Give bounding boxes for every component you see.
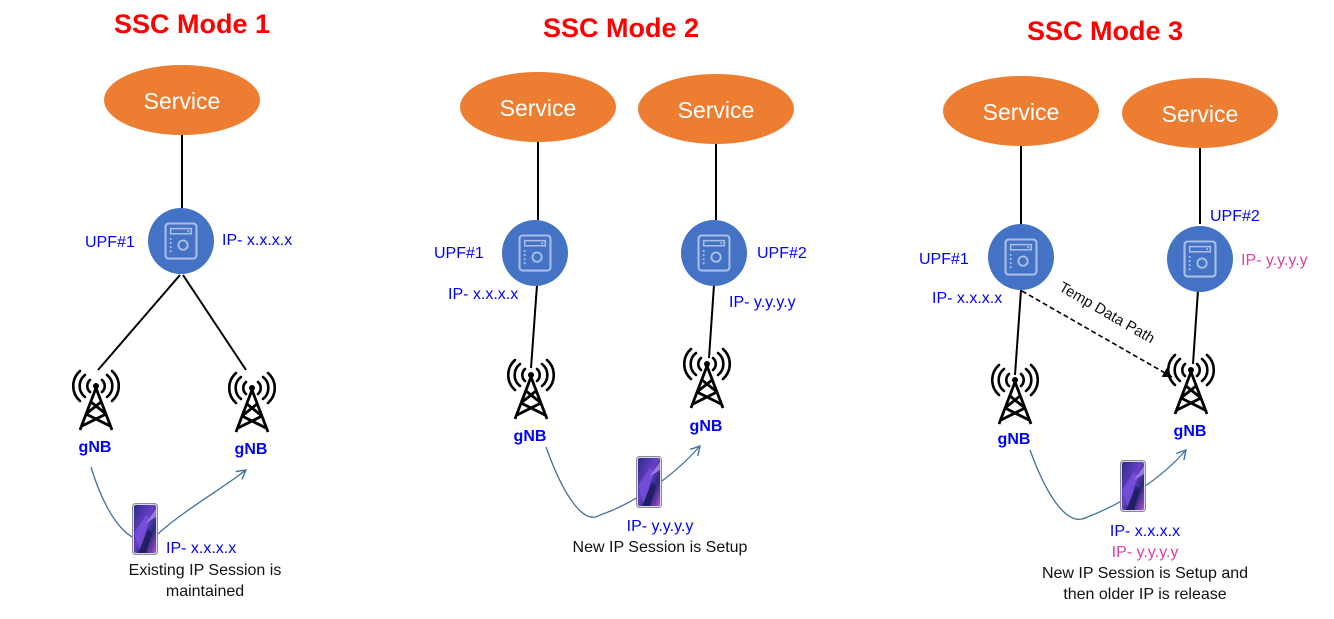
caption-line: New IP Session is Setup [573, 539, 748, 556]
service-node: Service [104, 65, 260, 135]
server-icon [502, 220, 568, 286]
upf-ip: IP- y.y.y.y [729, 294, 796, 311]
cell-tower-icon [507, 358, 555, 421]
mode-2-panel: SSC Mode 2 Service Service UPF#1 IP- x.x… [434, 13, 807, 556]
service-label: Service [144, 88, 221, 114]
service-ellipse [943, 76, 1099, 146]
upf-node: UPF#2 IP- y.y.y.y [681, 220, 807, 311]
mode-2-title: SSC Mode 2 [543, 13, 699, 43]
upf-name: UPF#1 [434, 245, 484, 262]
upf-gnb-link [182, 274, 247, 371]
mode-3-title: SSC Mode 3 [1027, 16, 1183, 46]
upf-ip: IP- x.x.x.x [932, 290, 1002, 307]
ue-ip: IP- y.y.y.y [1112, 544, 1179, 561]
upf-name: UPF#1 [919, 251, 969, 268]
caption-line: maintained [166, 583, 244, 600]
service-node: Service [943, 76, 1099, 146]
gnb-label: gNB [998, 431, 1031, 448]
server-icon [988, 224, 1054, 290]
cell-tower-icon [683, 347, 731, 410]
caption-line: New IP Session is Setup and [1042, 565, 1248, 582]
gnb-label: gNB [690, 418, 723, 435]
upf-ip: IP- y.y.y.y [1241, 252, 1308, 269]
cell-tower-icon [72, 369, 120, 432]
upf-gnb-link [1192, 289, 1199, 365]
mode-1-title: SSC Mode 1 [114, 9, 270, 39]
mode-3-panel: SSC Mode 3 Temp Data Path Service Servic… [919, 16, 1308, 603]
upf-node: UPF#1 IP- x.x.x.x [919, 224, 1054, 307]
upf-gnb-link [97, 274, 181, 371]
upf-name: UPF#1 [85, 234, 135, 251]
phone-icon [636, 456, 662, 508]
service-label: Service [1162, 101, 1239, 127]
upf-gnb-link [708, 284, 715, 359]
gnb-node: gNB [991, 363, 1039, 448]
upf-gnb-link [530, 284, 538, 369]
gnb-node: gNB [72, 369, 120, 456]
cell-tower-icon [1167, 353, 1215, 416]
caption-line: then older IP is release [1063, 586, 1226, 603]
ue-ip: IP- y.y.y.y [627, 518, 694, 535]
handover-arrow [1029, 448, 1187, 520]
upf-name: UPF#2 [757, 245, 807, 262]
phone-icon [132, 503, 158, 555]
upf-node: UPF#1 IP- x.x.x.x [434, 220, 568, 303]
service-ellipse [638, 74, 794, 144]
upf-ip: IP- x.x.x.x [222, 232, 292, 249]
temp-data-path-label: Temp Data Path [1056, 279, 1158, 348]
service-node: Service [460, 72, 616, 142]
upf-node: UPF#1 IP- x.x.x.x [85, 208, 292, 274]
ue-ip: IP- x.x.x.x [1110, 523, 1180, 540]
upf-name: UPF#2 [1210, 208, 1260, 225]
server-icon [148, 208, 214, 274]
gnb-label: gNB [235, 441, 268, 458]
cell-tower-icon [228, 371, 276, 434]
handover-arrow [90, 466, 248, 542]
service-ellipse [460, 72, 616, 142]
gnb-node: gNB [683, 347, 731, 435]
upf-ip: IP- x.x.x.x [448, 286, 518, 303]
gnb-node: gNB [1167, 353, 1215, 440]
gnb-label: gNB [514, 428, 547, 445]
service-node: Service [638, 74, 794, 144]
gnb-node: gNB [228, 371, 276, 458]
service-label: Service [678, 97, 755, 123]
gnb-label: gNB [79, 439, 112, 456]
service-node: Service [1122, 78, 1278, 148]
service-label: Service [983, 99, 1060, 125]
ue-ip: IP- x.x.x.x [166, 540, 236, 557]
phone-icon [1120, 460, 1146, 512]
temp-data-path [1021, 290, 1173, 378]
service-ellipse [104, 65, 260, 135]
gnb-node: gNB [507, 358, 555, 445]
server-icon [681, 220, 747, 286]
service-ellipse [1122, 78, 1278, 148]
upf-gnb-link [1014, 289, 1022, 376]
caption-line: Existing IP Session is [129, 562, 282, 579]
gnb-label: gNB [1174, 423, 1207, 440]
upf-node: UPF#2 IP- y.y.y.y [1167, 208, 1308, 292]
mode-1-panel: SSC Mode 1 Service UPF#1 IP- x.x.x.x gNB… [72, 9, 292, 600]
handover-arrow [545, 444, 701, 518]
service-label: Service [500, 95, 577, 121]
server-icon [1167, 226, 1233, 292]
